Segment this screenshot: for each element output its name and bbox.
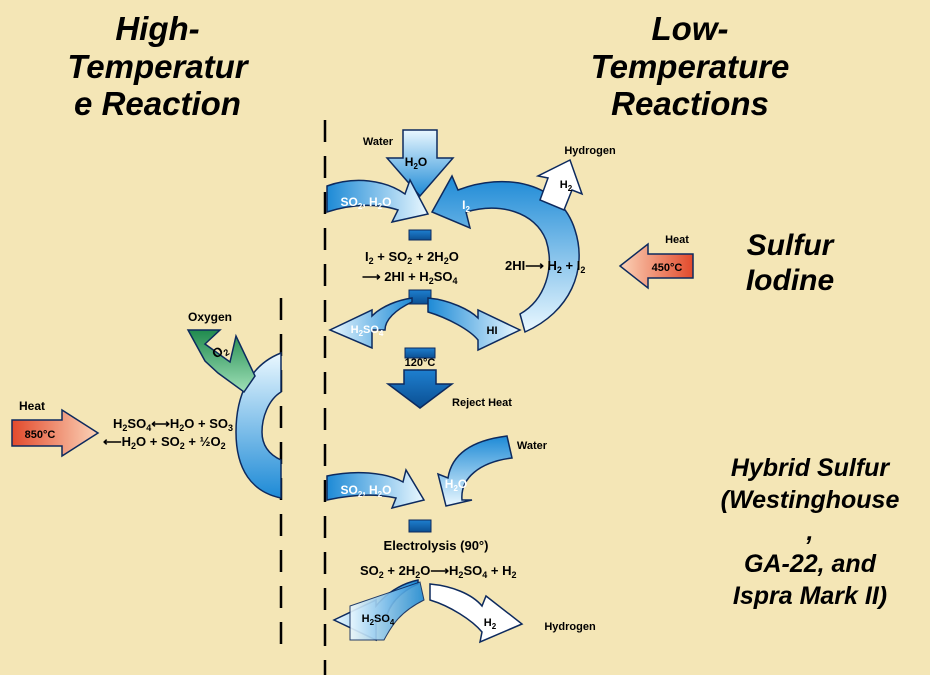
hyb-connector-top — [408, 519, 432, 533]
high-temp-title-line1: High- — [115, 10, 200, 47]
si-h2-label: H2 — [560, 179, 573, 193]
si-hi-arrow — [427, 297, 522, 352]
high-temp-loop-arc — [235, 351, 282, 499]
sulfur-iodine-label-line2: Iodine — [745, 264, 835, 298]
reject-heat-arrow — [385, 369, 455, 409]
reject-heat-temp: 120°C — [405, 357, 436, 369]
si-h2o-label: H2O — [405, 155, 427, 171]
hyb-electrolysis-label: Electrolysis (90°) — [384, 538, 489, 553]
hyb-so2-h2o-arrow — [326, 468, 426, 510]
heat-450-label: Heat — [665, 234, 689, 246]
si-water-label: Water — [363, 136, 394, 148]
si-iodine-loop — [430, 174, 580, 334]
heat-850-arrow — [11, 408, 100, 458]
hybrid-sulfur-label-line2: (Westinghouse — [720, 486, 900, 514]
si-hi-label: HI — [487, 325, 498, 337]
hyb-water-arrow — [436, 435, 513, 507]
si-bunsen-equation-2: ⟶ 2HI + H2SO4 — [362, 269, 458, 286]
low-temp-title: Low- Temperature Reactions — [540, 10, 840, 123]
oxygen-label: Oxygen — [188, 310, 232, 324]
heat-850-label: Heat — [19, 399, 45, 413]
si-hi-decomposition-equation: 2HI⟶ H2 + I2 — [505, 258, 585, 275]
high-temp-title: High- Temperatur e Reaction — [30, 10, 285, 123]
heat-450-arrow — [618, 242, 694, 290]
si-h2so4-arrow — [328, 297, 413, 350]
si-so2-h2o-arrow — [326, 178, 430, 224]
si-connector-bottom — [408, 289, 432, 305]
low-temp-title-line2: Temperature — [590, 47, 790, 85]
reject-heat-connector — [404, 347, 436, 359]
hyb-so2-h2o-label: SO2, H2O — [341, 483, 392, 499]
hyb-electrolysis-equation: SO2 + 2H2O⟶H2SO4 + H2 — [360, 563, 516, 580]
hybrid-sulfur-label: Hybrid Sulfur (Westinghouse , GA-22, and… — [690, 452, 930, 612]
reject-heat-label: Reject Heat — [452, 397, 512, 409]
hybrid-sulfur-label-line1: Hybrid Sulfur — [730, 454, 890, 482]
si-bunsen-equation-1: I2 + SO2 + 2H2O — [365, 249, 459, 266]
hyb-h2so4-label: H2SO4 — [362, 613, 395, 627]
hyb-h2o-label: H2O — [445, 477, 467, 493]
sulfur-iodine-label: Sulfur Iodine — [715, 228, 865, 299]
hybrid-sulfur-label-line4: GA-22, and — [744, 550, 876, 578]
hyb-hydrogen-arrow — [429, 583, 524, 644]
hybrid-sulfur-label-line5: Ispra Mark II) — [732, 582, 888, 610]
high-temp-equation-2: ⟵H2O + SO2 + ½O2 — [103, 434, 226, 451]
si-hydrogen-arrow — [535, 158, 584, 211]
si-water-arrow — [385, 129, 455, 198]
sulfur-iodine-label-line1: Sulfur — [746, 229, 834, 262]
high-temp-title-line3: e Reaction — [74, 85, 241, 123]
heat-450-temp: 450°C — [652, 262, 683, 274]
high-temp-title-line2: Temperatur — [67, 47, 248, 85]
heat-850-temp: 850°C — [25, 429, 56, 441]
low-temp-title-line1: Low- — [651, 10, 729, 47]
hyb-h2-label: H2 — [484, 617, 497, 631]
hyb-hydrogen-label: Hydrogen — [544, 621, 596, 633]
low-temp-title-line3: Reactions — [611, 85, 769, 123]
si-hydrogen-label: Hydrogen — [564, 145, 616, 157]
si-i2-label: I2 — [462, 198, 470, 214]
high-temp-equation-1: H2SO4⟷H2O + SO3 — [113, 416, 233, 433]
hybrid-sulfur-label-line3: , — [806, 518, 814, 546]
hyb-h2so4-arrow-fill — [349, 581, 425, 641]
si-h2so4-label: H2SO4 — [351, 324, 384, 338]
hyb-water-label: Water — [517, 440, 548, 452]
si-so2-h2o-label: SO2, H2O — [341, 195, 392, 211]
si-connector-top — [408, 229, 432, 241]
oxygen-arrow — [186, 329, 256, 394]
